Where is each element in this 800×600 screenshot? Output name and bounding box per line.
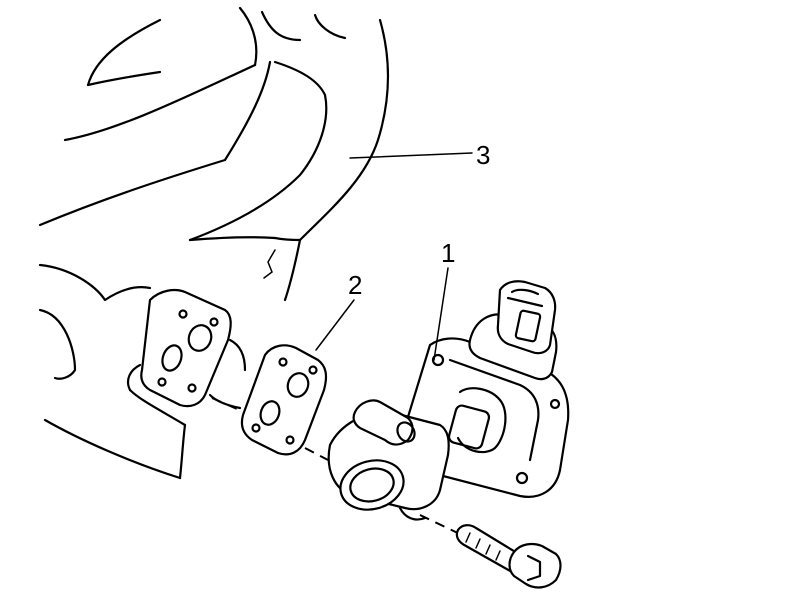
leader-3 [349,152,473,159]
callout-1: 1 [441,238,455,268]
leader-lines [315,152,473,361]
engine-head [38,263,247,480]
intake-manifold [38,6,390,302]
callout-2: 2 [348,270,362,300]
egr-valve [327,280,570,521]
assembly-lines [211,397,463,536]
port-flange [140,289,232,408]
gasket [240,344,328,456]
bolt [455,524,562,589]
leader-1 [433,267,449,361]
callout-3: 3 [476,140,490,170]
leader-2 [315,299,355,351]
